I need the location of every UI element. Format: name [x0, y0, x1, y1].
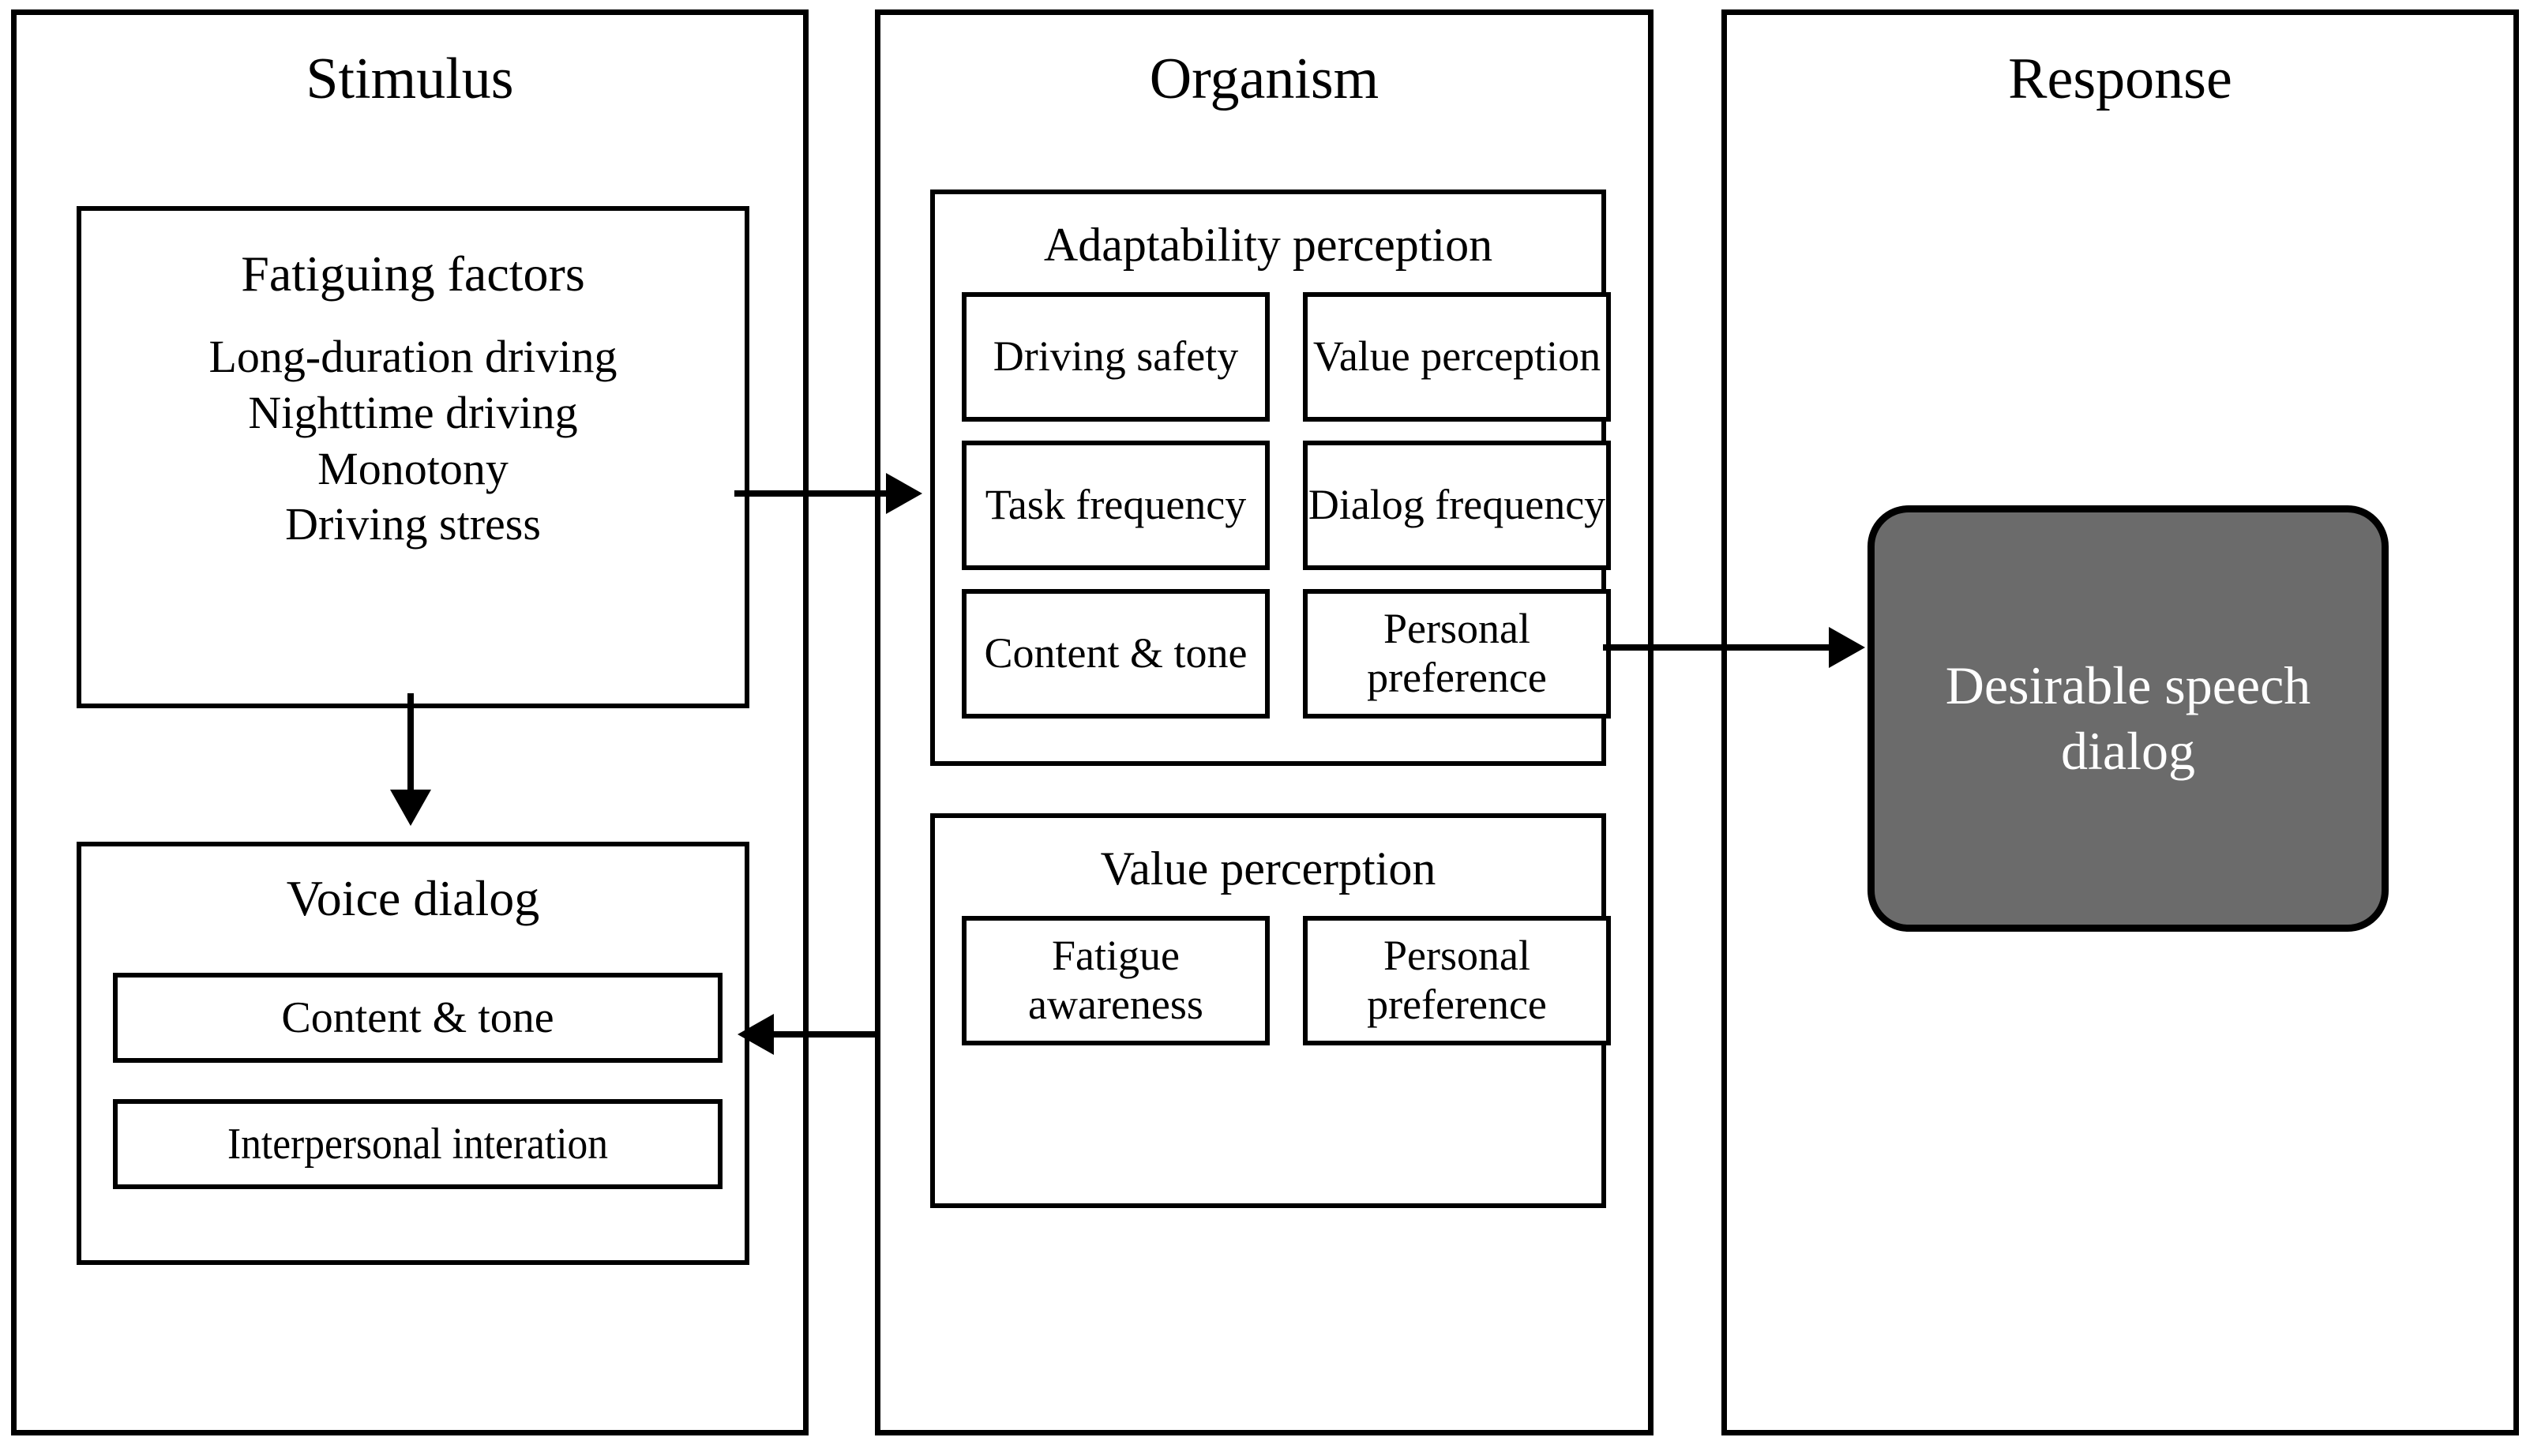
connector-fatiguing-to-voice-dialog [407, 693, 414, 793]
heading-voice-dialog: Voice dialog [286, 870, 540, 926]
cell-value-perception: Value perception [1303, 292, 1611, 422]
cell-label: Value perception [1312, 332, 1601, 381]
arrowhead-down-icon [390, 790, 431, 826]
arrowhead-right-icon [886, 473, 922, 514]
cell-label: Personal preference [1367, 605, 1547, 701]
box-value-percerption: Value percerption Fatigue awareness Pers… [930, 813, 1611, 1208]
cell-label: Personal preference [1367, 932, 1547, 1028]
panel-title-response: Response [2008, 47, 2232, 111]
list-item: Driving stress [285, 498, 541, 550]
cell-label: Fatigue awareness [1028, 932, 1203, 1028]
list-fatiguing-factors: Long-duration driving Nighttime driving … [81, 329, 745, 553]
cell-dialog-frequency: Dialog frequency [1303, 441, 1611, 570]
connector-organism-to-response [1603, 644, 1834, 651]
connector-organism-to-voice-dialog-feedback [774, 1031, 878, 1038]
panel-title-stimulus: Stimulus [306, 47, 514, 111]
box-adaptability-perception: Adaptability perception Driving safety V… [930, 190, 1611, 766]
node-desirable-speech-dialog: Desirable speech dialog [1867, 505, 2389, 932]
heading-adaptability-perception: Adaptability perception [1043, 219, 1493, 271]
cell-task-frequency: Task frequency [962, 441, 1270, 570]
cell-driving-safety: Driving safety [962, 292, 1270, 422]
box-voice-content-tone: Content & tone [113, 973, 723, 1063]
cell-fatigue-awareness: Fatigue awareness [962, 916, 1270, 1045]
list-item: Nighttime driving [248, 386, 578, 438]
heading-value-percerption: Value percerption [1100, 842, 1436, 895]
box-fatiguing-factors: Fatiguing factors Long-duration driving … [77, 206, 749, 708]
box-voice-interpersonal-interation: Interpersonal interation [113, 1099, 723, 1189]
arrowhead-right-icon [1829, 627, 1865, 668]
cell-label: Driving safety [993, 332, 1239, 381]
label-voice-interpersonal-interation: Interpersonal interation [227, 1120, 609, 1169]
cell-personal-preference: Personal preference [1303, 916, 1611, 1045]
panel-title-organism: Organism [1149, 47, 1379, 111]
cell-personal-preference: Personal preference [1303, 589, 1611, 719]
cell-content-tone: Content & tone [962, 589, 1270, 719]
label-voice-content-tone: Content & tone [281, 993, 554, 1042]
cell-label: Task frequency [985, 481, 1247, 529]
box-voice-dialog: Voice dialog Content & tone Interpersona… [77, 842, 749, 1265]
connector-stimulus-to-organism [734, 490, 889, 497]
cell-label: Dialog frequency [1308, 481, 1606, 529]
node-desirable-speech-dialog-label: Desirable speech dialog [1945, 655, 2311, 781]
cell-label: Content & tone [984, 629, 1248, 677]
list-item: Long-duration driving [208, 331, 617, 382]
arrowhead-left-icon [738, 1014, 774, 1055]
heading-fatiguing-factors: Fatiguing factors [241, 246, 585, 302]
list-item: Monotony [317, 442, 509, 494]
